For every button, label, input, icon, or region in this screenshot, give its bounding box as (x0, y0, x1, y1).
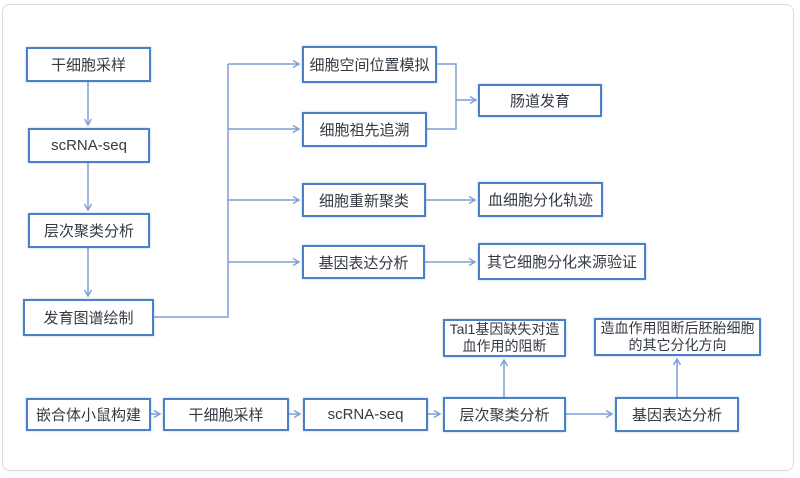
node-label: 干细胞采样 (50, 57, 126, 74)
node-hierarchical-clustering-bottom: 层次聚类分析 (443, 397, 566, 432)
node-label: 干细胞采样 (188, 407, 264, 424)
node-label: 层次聚类分析 (459, 407, 550, 424)
node-label: 基因表达分析 (318, 254, 409, 272)
node-tal1-deletion-blocks-hematopoiesis: Tal1基因缺失对造血作用的阻断 (443, 319, 566, 357)
node-label: 细胞重新聚类 (318, 192, 409, 210)
node-gene-expression-analysis-bottom: 基因表达分析 (615, 397, 739, 432)
node-label: Tal1基因缺失对造血作用的阻断 (449, 321, 560, 354)
node-label: 细胞祖先追溯 (319, 122, 410, 139)
node-label: 基因表达分析 (631, 407, 722, 424)
node-scrna-seq-top: scRNA-seq (28, 128, 150, 163)
node-label: scRNA-seq (51, 137, 127, 154)
node-scrna-seq-bottom: scRNA-seq (303, 398, 428, 431)
node-label: 造血作用阻断后胚胎细胞的其它分化方向 (600, 320, 755, 353)
node-other-cell-source-validation: 其它细胞分化来源验证 (478, 243, 646, 280)
node-label: scRNA-seq (327, 406, 404, 423)
node-stem-cell-sampling-top: 干细胞采样 (26, 47, 151, 82)
node-chimeric-mouse-construction: 嵌合体小鼠构建 (26, 398, 151, 431)
node-label: 细胞空间位置模拟 (309, 57, 430, 74)
node-gene-expression-analysis-mid: 基因表达分析 (302, 245, 425, 279)
node-label: 嵌合体小鼠构建 (35, 407, 141, 424)
node-cell-reclustering: 细胞重新聚类 (302, 183, 426, 217)
node-hierarchical-clustering-top: 层次聚类分析 (28, 213, 150, 248)
node-label: 血细胞分化轨迹 (487, 192, 593, 209)
node-cell-spatial-position-simulation: 细胞空间位置模拟 (302, 46, 437, 83)
node-other-differentiation-after-block: 造血作用阻断后胚胎细胞的其它分化方向 (594, 318, 761, 356)
node-label: 层次聚类分析 (43, 223, 134, 240)
node-cell-ancestor-tracing: 细胞祖先追溯 (302, 112, 427, 147)
node-gut-development: 肠道发育 (478, 84, 602, 117)
node-label: 肠道发育 (509, 93, 570, 110)
node-blood-cell-differentiation-trajectory: 血细胞分化轨迹 (478, 182, 603, 217)
node-label: 其它细胞分化来源验证 (486, 254, 637, 271)
node-stem-cell-sampling-bottom: 干细胞采样 (163, 398, 289, 431)
node-development-atlas: 发育图谱绘制 (23, 299, 154, 336)
node-label: 发育图谱绘制 (43, 310, 134, 327)
